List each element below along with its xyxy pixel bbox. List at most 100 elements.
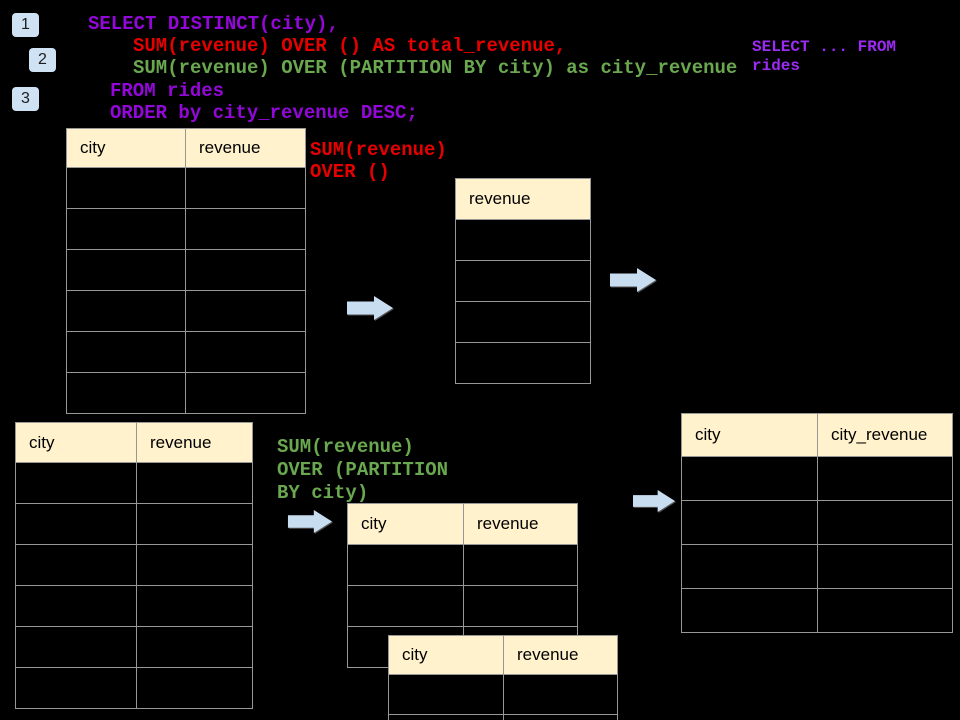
sql-line-select: SELECT DISTINCT(city), — [88, 13, 339, 35]
table-cell — [136, 462, 253, 504]
table-row — [15, 462, 253, 504]
table-cell — [681, 588, 818, 633]
annotation-total-line2: OVER () — [310, 161, 390, 183]
annotation-total-line1: SUM(revenue) — [310, 139, 447, 161]
table-cell — [817, 544, 953, 589]
table-cell — [66, 167, 186, 209]
table-cell — [455, 342, 591, 384]
table-row — [347, 585, 578, 627]
table-row — [388, 714, 618, 720]
table-cell — [185, 249, 306, 291]
table-cell — [455, 260, 591, 302]
table-row — [681, 588, 953, 633]
table-cell — [455, 219, 591, 261]
table-row — [455, 219, 591, 261]
sql-line-order: ORDER by city_revenue DESC; — [110, 102, 418, 124]
right-arrow-icon — [347, 296, 393, 320]
table-row — [681, 544, 953, 589]
table-cell — [817, 588, 953, 633]
table-cell — [463, 585, 578, 627]
table-row — [15, 667, 253, 709]
table-cell — [185, 331, 306, 373]
column-header-city-revenue: city_revenue — [817, 413, 953, 457]
column-header-revenue: revenue — [463, 503, 578, 545]
table-cell — [817, 500, 953, 545]
table-row — [347, 544, 578, 586]
table-cell — [15, 667, 137, 709]
table-cell — [503, 674, 618, 715]
table-cell — [503, 714, 618, 720]
table-cell — [185, 290, 306, 332]
table-cell — [136, 626, 253, 668]
table-row — [15, 544, 253, 586]
table-cell — [15, 544, 137, 586]
table-row — [455, 342, 591, 384]
column-header-city: city — [681, 413, 818, 457]
result-table: city city_revenue — [681, 413, 953, 633]
column-header-city: city — [347, 503, 464, 545]
table-row — [66, 208, 306, 250]
column-header-revenue: revenue — [503, 635, 618, 675]
table-cell — [136, 585, 253, 627]
column-header-city: city — [388, 635, 504, 675]
table-cell — [388, 674, 504, 715]
table-cell — [817, 456, 953, 501]
table-cell — [185, 167, 306, 209]
right-arrow-icon — [287, 510, 333, 533]
annotation-partition-line1: SUM(revenue) — [277, 436, 414, 458]
table-row — [455, 301, 591, 343]
right-arrow-icon — [610, 268, 656, 292]
table-cell — [455, 301, 591, 343]
column-header-revenue: revenue — [185, 128, 306, 168]
table-row — [388, 674, 618, 715]
sql-line-total: SUM(revenue) OVER () AS total_revenue, — [133, 35, 567, 57]
sql-line-from: FROM rides — [110, 80, 225, 102]
table-row — [66, 167, 306, 209]
table-row — [66, 249, 306, 291]
table-cell — [681, 544, 818, 589]
column-header-revenue: revenue — [136, 422, 253, 463]
annotation-partition-line2: OVER (PARTITION — [277, 459, 449, 481]
table-cell — [185, 208, 306, 250]
table-row — [455, 260, 591, 302]
table-cell — [681, 500, 818, 545]
table-row — [15, 585, 253, 627]
annotation-partition-line3: BY city) — [277, 482, 369, 504]
note-select-from: SELECT ... FROM — [752, 38, 897, 56]
table-row — [15, 503, 253, 545]
table-cell — [15, 462, 137, 504]
table-cell — [463, 544, 578, 586]
sql-line-partition: SUM(revenue) OVER (PARTITION BY city) as… — [133, 57, 738, 79]
right-arrow-icon — [633, 490, 675, 512]
table-cell — [136, 667, 253, 709]
table-cell — [15, 626, 137, 668]
table-cell — [15, 585, 137, 627]
table-row — [66, 290, 306, 332]
step-badge-1: 1 — [12, 13, 39, 37]
table-cell — [681, 456, 818, 501]
table-cell — [347, 544, 464, 586]
column-header-city: city — [15, 422, 137, 463]
source-table: city revenue — [66, 128, 306, 414]
table-row — [681, 500, 953, 545]
table-row — [681, 456, 953, 501]
table-row — [66, 372, 306, 414]
table-cell — [15, 503, 137, 545]
column-header-city: city — [66, 128, 186, 168]
table-cell — [185, 372, 306, 414]
table-cell — [66, 331, 186, 373]
partition-table-back: city revenue — [388, 635, 618, 720]
table-cell — [136, 544, 253, 586]
table-row — [66, 331, 306, 373]
note-rides: rides — [752, 57, 801, 75]
step-badge-2: 2 — [29, 48, 56, 72]
table-cell — [136, 503, 253, 545]
table-cell — [66, 208, 186, 250]
column-header-revenue: revenue — [455, 178, 591, 220]
total-revenue-table: revenue — [455, 178, 591, 384]
table-cell — [347, 585, 464, 627]
source-table-2: city revenue — [15, 422, 253, 709]
table-cell — [66, 290, 186, 332]
table-cell — [66, 249, 186, 291]
